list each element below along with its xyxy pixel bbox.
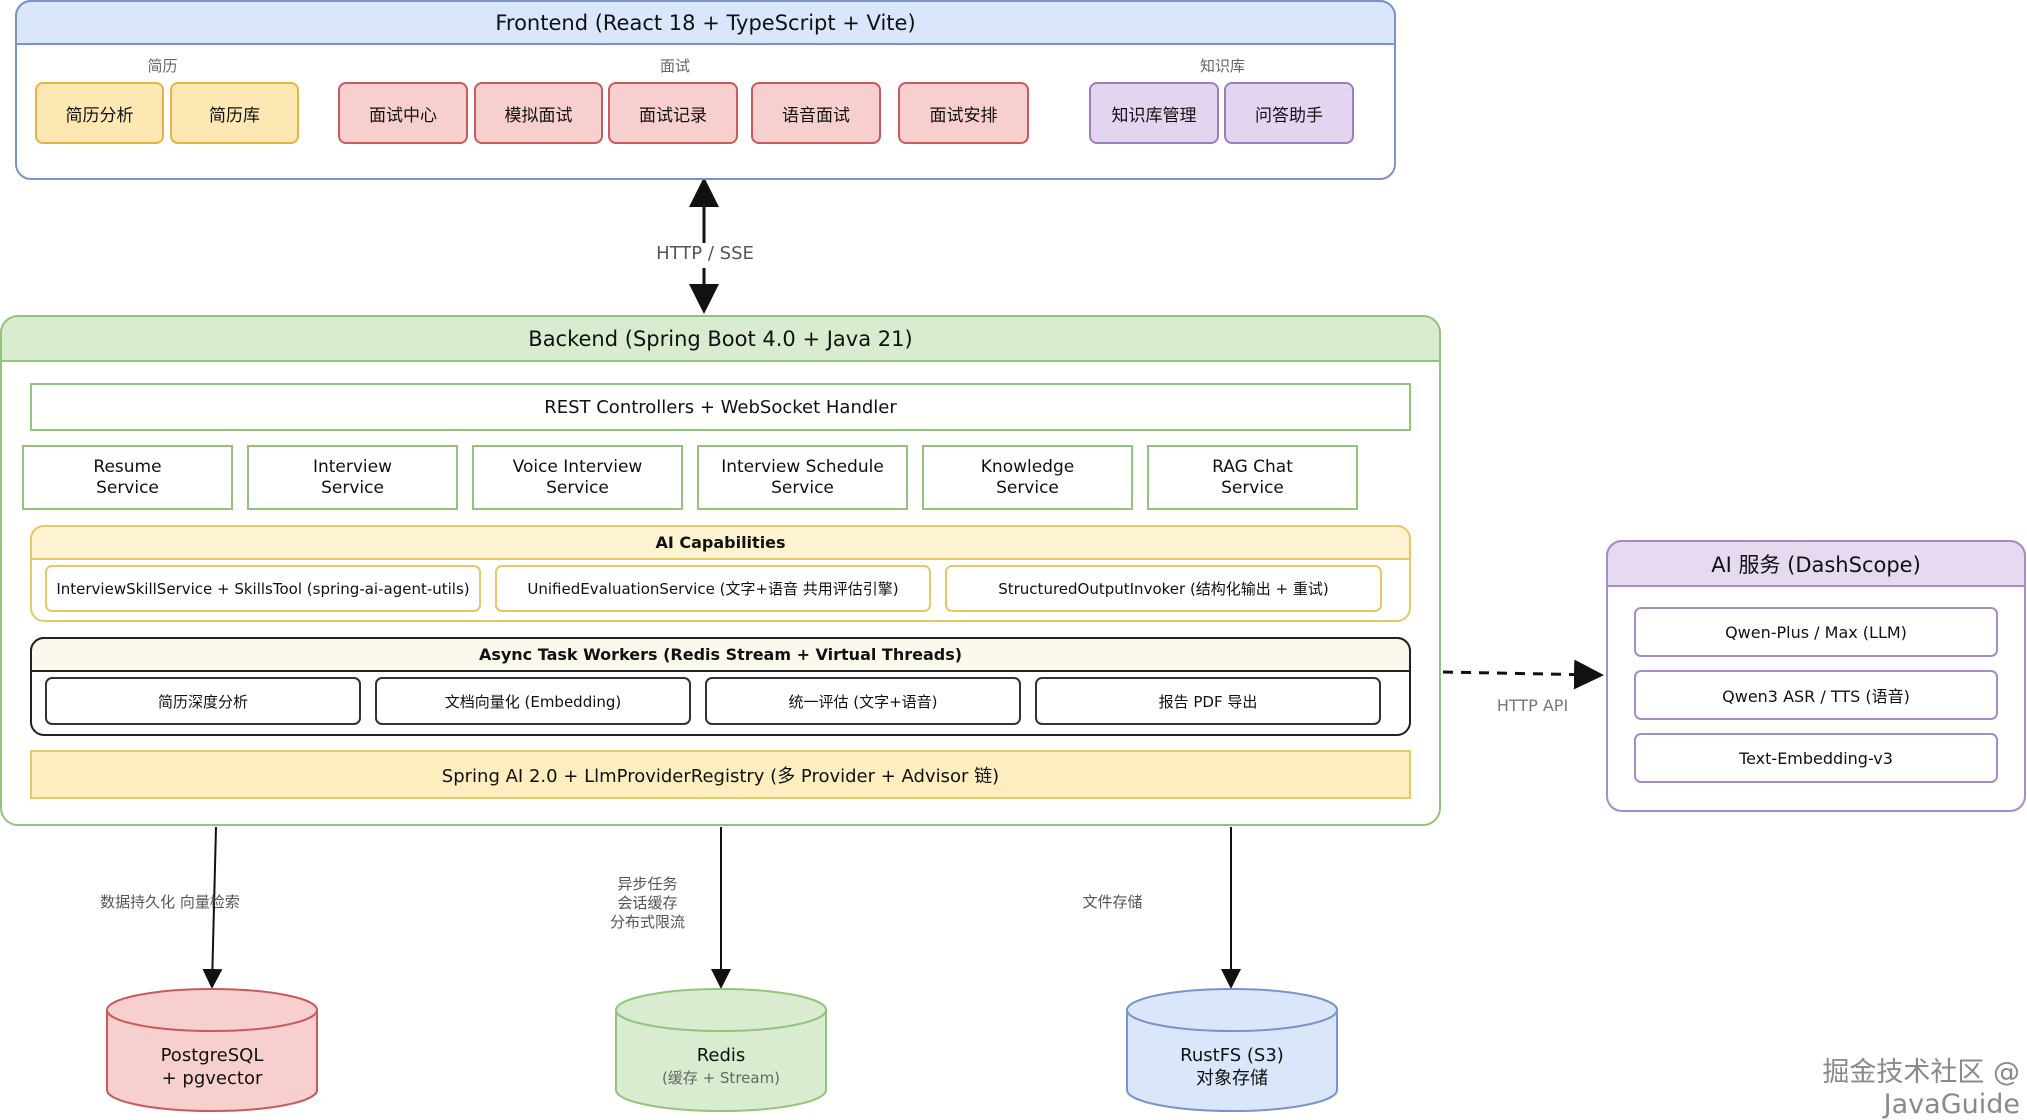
frontend-item-qa-assistant[interactable]: 问答助手	[1224, 82, 1354, 144]
edge-label-http-api: HTTP API	[1496, 696, 1569, 715]
watermark: 掘金技术社区 @ JavaGuide	[1822, 1057, 2020, 1120]
spring-ai-box: Spring AI 2.0 + LlmProviderRegistry (多 P…	[30, 750, 1411, 799]
frontend-item-knowledge-mgmt[interactable]: 知识库管理	[1089, 82, 1219, 144]
frontend-item-resume-analysis[interactable]: 简历分析	[35, 82, 164, 144]
backend-title: Backend (Spring Boot 4.0 + Java 21)	[0, 315, 1441, 362]
group-label-interview: 面试	[659, 56, 690, 75]
postgres-label: PostgreSQL+ pgvector	[107, 1040, 317, 1094]
edge-label-rustfs: 文件存储	[1082, 893, 1143, 911]
rustfs-label-line1: RustFS (S3)	[1180, 1045, 1284, 1066]
edge-label-redis-line3: 分布式限流	[609, 913, 685, 931]
service-voice-interview-line2: Service	[546, 477, 609, 498]
group-label-knowledge: 知识库	[1199, 56, 1245, 75]
edge-backend-ai	[1442, 659, 1604, 690]
ai-capability-structured-output: StructuredOutputInvoker (结构化输出 + 重试)	[945, 565, 1382, 612]
redis-label: Redis (缓存 + Stream)	[616, 1040, 826, 1094]
postgres-label-line1: PostgreSQL	[160, 1045, 264, 1066]
redis-label-line1: Redis	[696, 1045, 746, 1066]
edge-label-http-sse: HTTP / SSE	[630, 244, 780, 268]
rustfs-cylinder	[1126, 988, 1338, 1112]
frontend-item-interview-schedule[interactable]: 面试安排	[898, 82, 1029, 144]
worker-doc-embedding: 文档向量化 (Embedding)	[375, 677, 691, 725]
edge-label-postgres: 数据持久化 向量检索	[100, 893, 240, 911]
ai-service-llm: Qwen-Plus / Max (LLM)	[1634, 607, 1998, 657]
ai-capability-skill-service: InterviewSkillService + SkillsTool (spri…	[45, 565, 481, 612]
frontend-title: Frontend (React 18 + TypeScript + Vite)	[15, 0, 1396, 45]
edge-label-redis: 异步任务 会话缓存 分布式限流	[590, 875, 705, 935]
service-interview-schedule-line2: Service	[771, 477, 834, 498]
rustfs-label: RustFS (S3)对象存储	[1127, 1040, 1337, 1094]
frontend-item-interview-records[interactable]: 面试记录	[608, 82, 738, 144]
redis-label-line2: (缓存 + Stream)	[661, 1069, 781, 1087]
frontend-item-voice-interview[interactable]: 语音面试	[751, 82, 881, 144]
worker-unified-evaluation: 统一评估 (文字+语音)	[705, 677, 1021, 725]
service-interview-line2: Service	[321, 477, 384, 498]
edge-backend-postgres	[202, 826, 223, 989]
service-interview-line1: Interview	[312, 456, 393, 477]
ai-service-embedding: Text-Embedding-v3	[1634, 733, 1998, 783]
group-label-resume: 简历	[147, 56, 178, 75]
service-rag-chat-line1: RAG Chat	[1212, 456, 1293, 477]
ai-capability-unified-evaluation: UnifiedEvaluationService (文字+语音 共用评估引擎)	[495, 565, 931, 612]
ai-capabilities-title: AI Capabilities	[30, 525, 1411, 560]
rest-controllers-box: REST Controllers + WebSocket Handler	[30, 383, 1411, 431]
redis-cylinder	[615, 988, 827, 1112]
worker-pdf-export: 报告 PDF 导出	[1035, 677, 1381, 725]
service-voice-interview-line1: Voice Interview	[512, 456, 643, 477]
frontend-item-mock-interview[interactable]: 模拟面试	[474, 82, 603, 144]
ai-service-asr-tts: Qwen3 ASR / TTS (语音)	[1634, 670, 1998, 720]
async-workers-title: Async Task Workers (Redis Stream + Virtu…	[30, 637, 1411, 672]
ai-service-title: AI 服务 (DashScope)	[1606, 540, 2026, 587]
postgres-cylinder	[106, 988, 318, 1112]
frontend-item-interview-center[interactable]: 面试中心	[338, 82, 468, 144]
service-resume-line2: Service	[96, 477, 159, 498]
postgres-label-line2: + pgvector	[161, 1068, 263, 1089]
worker-resume-analysis: 简历深度分析	[45, 677, 361, 725]
edge-label-redis-line1: 异步任务	[617, 875, 678, 893]
service-resume-line1: Resume	[93, 456, 162, 477]
rustfs-label-line2: 对象存储	[1196, 1068, 1268, 1089]
frontend-item-resume-library[interactable]: 简历库	[170, 82, 299, 144]
service-knowledge-line1: Knowledge	[980, 456, 1075, 477]
service-rag-chat-line2: Service	[1221, 477, 1284, 498]
edge-label-redis-line2: 会话缓存	[617, 894, 678, 912]
service-interview-schedule-line1: Interview Schedule	[721, 456, 884, 477]
service-knowledge-line2: Service	[996, 477, 1059, 498]
